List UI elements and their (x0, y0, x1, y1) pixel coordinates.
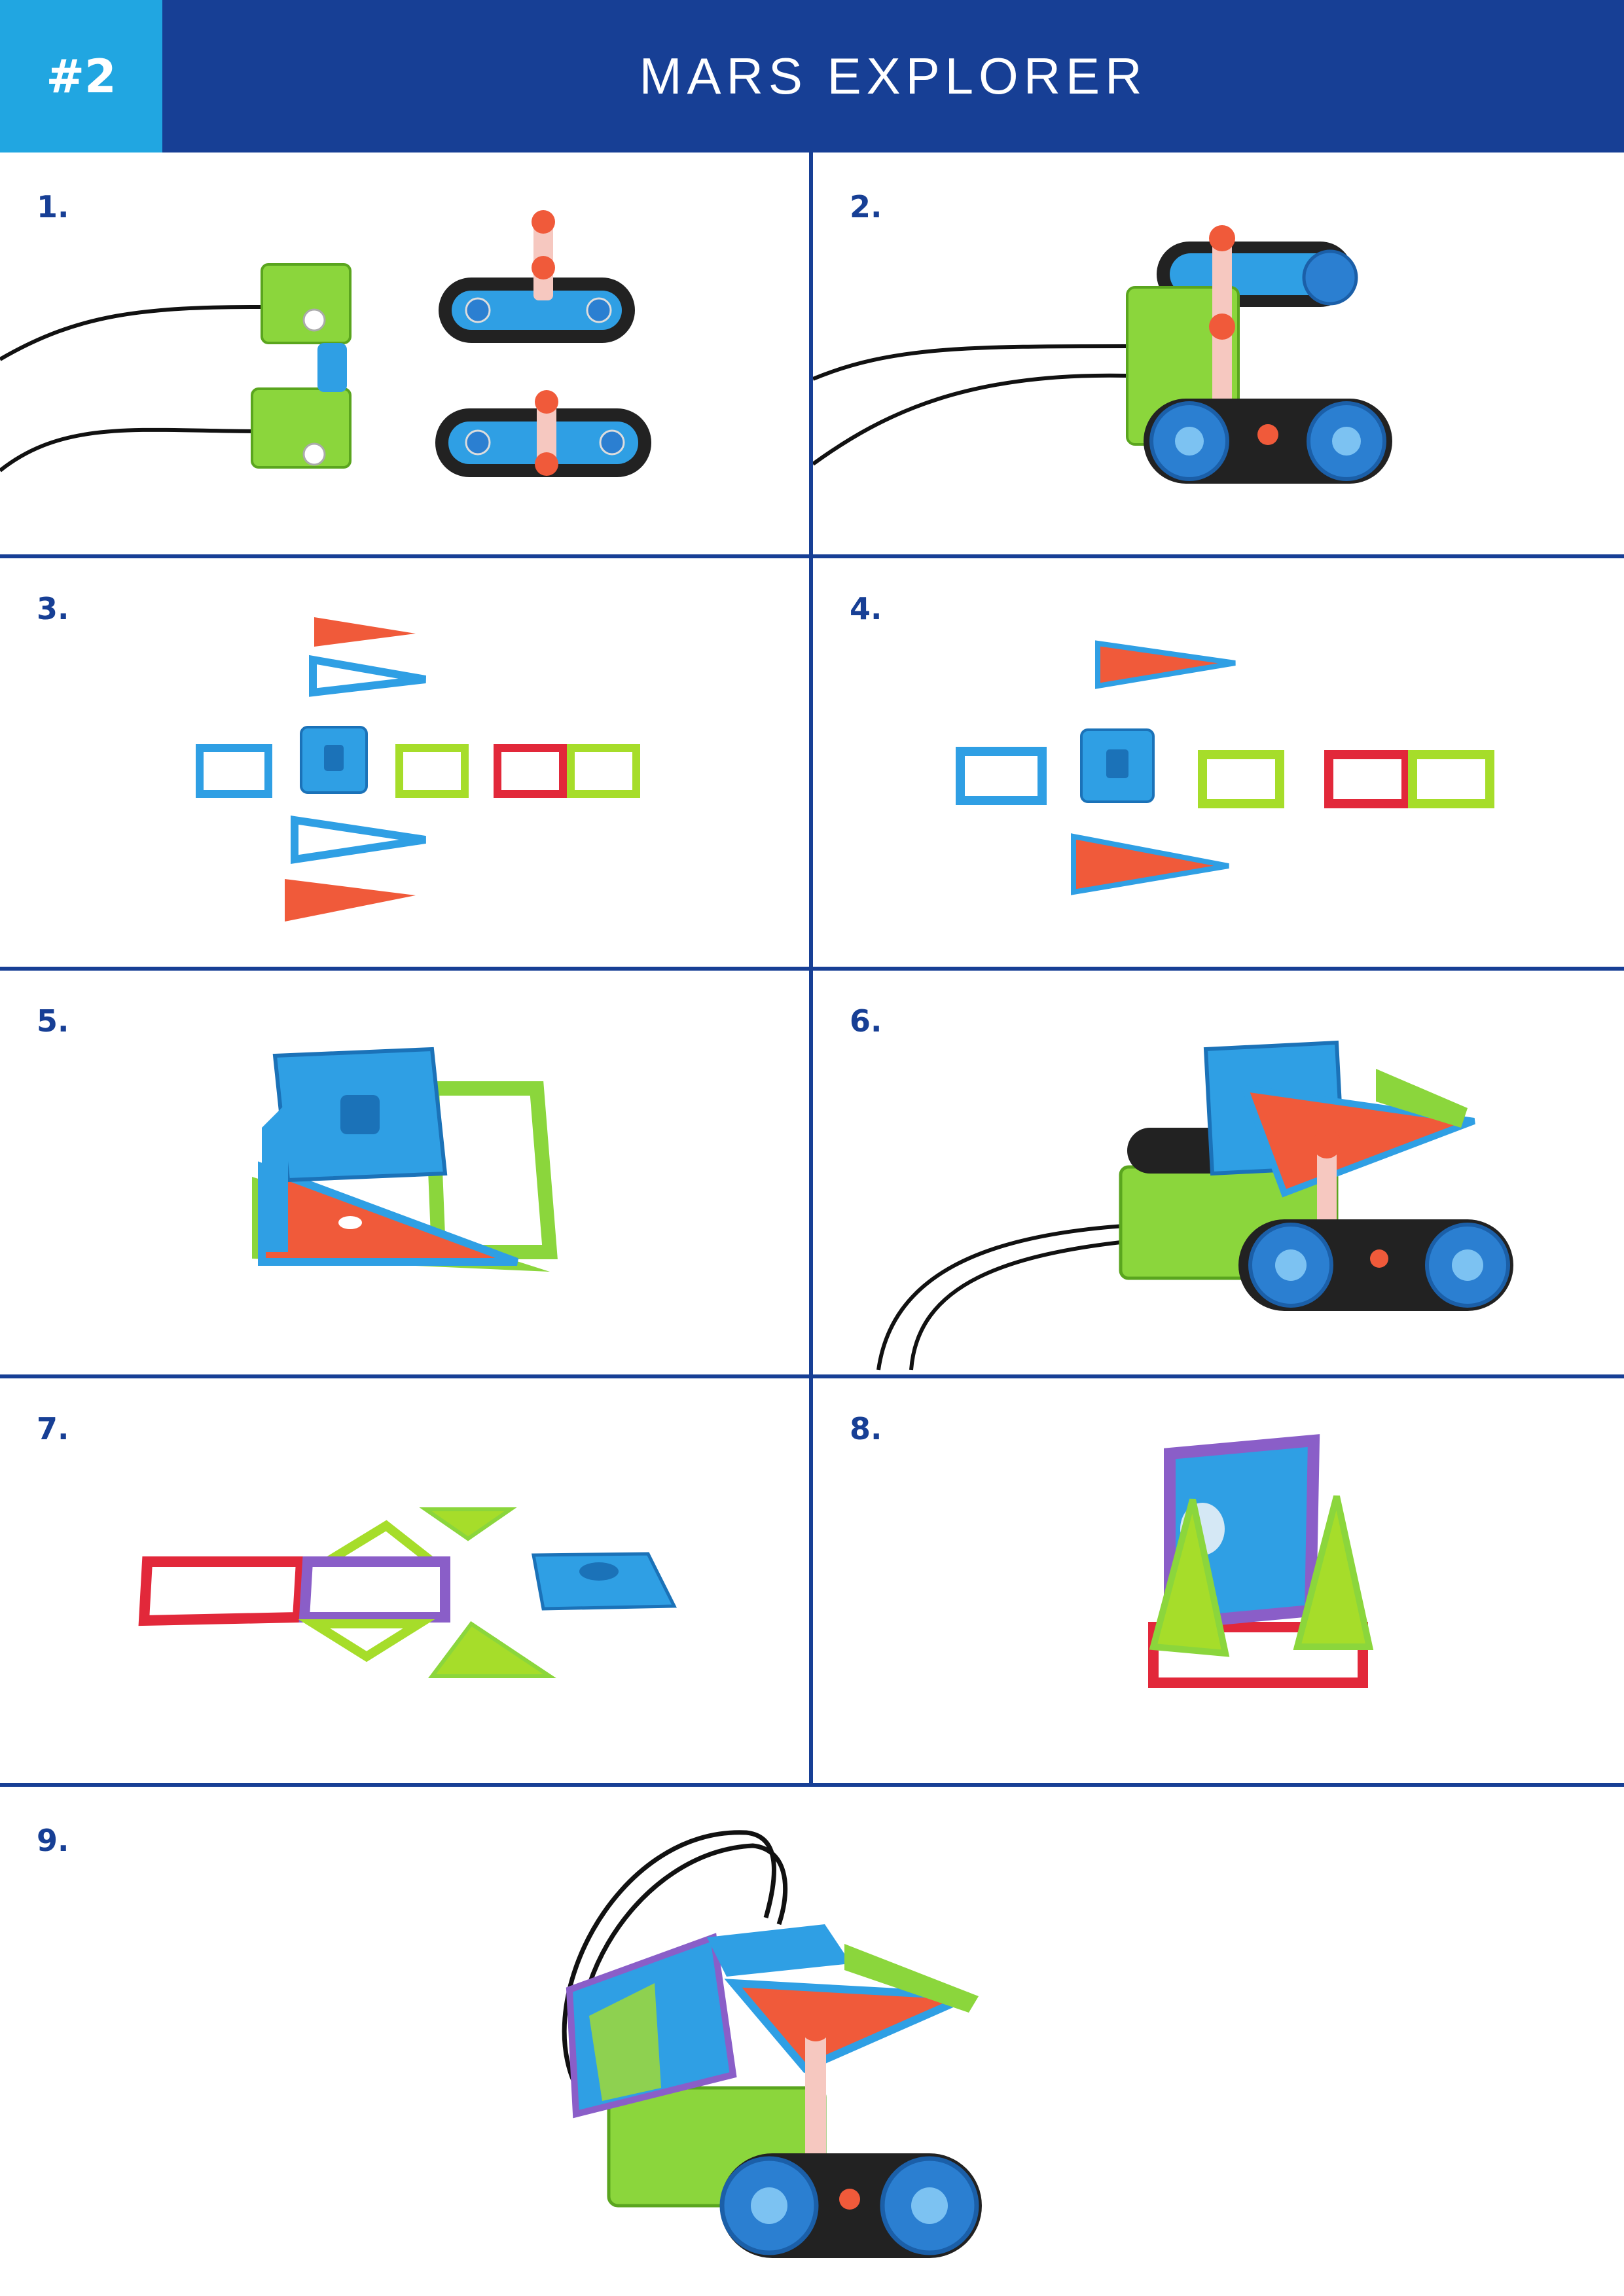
step-panel-2: 2. (813, 156, 1624, 554)
step-number: 4. (850, 591, 882, 626)
step-number: 7. (37, 1411, 69, 1446)
step-number: 1. (37, 189, 69, 224)
step-panel-9: 9. (0, 1787, 1624, 2296)
step-number: 2. (850, 189, 882, 224)
step-panel-6: 6. (813, 971, 1624, 1374)
step-4-illustration (956, 640, 1494, 895)
step-3-illustration (196, 617, 640, 922)
step-1-illustration (0, 210, 651, 477)
step-number: 5. (37, 1003, 69, 1039)
step-number: 6. (850, 1003, 882, 1039)
step-5-illustration (252, 1047, 558, 1272)
step-7-illustration (138, 1507, 677, 1678)
step-panel-5: 5. (0, 971, 809, 1374)
step-panel-3: 3. (0, 558, 809, 967)
step-2-illustration (813, 225, 1392, 484)
column-divider (809, 152, 813, 1787)
page-title: MARS EXPLORER (639, 47, 1147, 105)
step-number: 9. (37, 1823, 69, 1858)
step-9-illustration (562, 1830, 982, 2258)
step-panel-4: 4. (813, 558, 1624, 967)
step-panel-8: 8. (813, 1378, 1624, 1783)
step-6-illustration (876, 1040, 1513, 1371)
step-panel-1: 1. (0, 156, 809, 554)
page-header: #2 MARS EXPLORER (0, 0, 1624, 152)
project-number-badge: #2 (0, 0, 162, 152)
step-panel-7: 7. (0, 1378, 809, 1783)
step-number: 8. (850, 1411, 882, 1446)
step-8-illustration (1148, 1434, 1374, 1688)
step-number: 3. (37, 591, 69, 626)
